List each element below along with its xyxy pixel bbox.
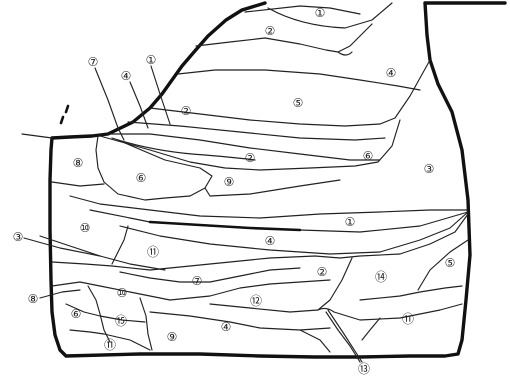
layer-label-callout-1: ①	[146, 53, 157, 67]
boundary	[326, 312, 360, 362]
layer-label-right-6: ⑥	[363, 149, 374, 163]
boundary	[112, 138, 255, 160]
boundary	[150, 312, 330, 330]
layer-label-lower-12: ⑫	[250, 294, 262, 308]
boundary	[245, 6, 360, 14]
boundary	[210, 304, 462, 320]
layer-label-mid-9: ⑨	[224, 175, 235, 189]
ground-line-left	[22, 134, 52, 138]
boundary	[52, 182, 104, 186]
boundary	[338, 52, 352, 55]
layer-label-left-10: ⑩	[80, 221, 91, 235]
layer-label-out-13: ⑬	[358, 362, 370, 376]
layer-label-right-3: ③	[424, 162, 435, 176]
layer-label-lower-15: ⑮	[115, 314, 127, 328]
layer-label-lower-6: ⑥	[71, 307, 82, 321]
boundary	[96, 136, 205, 200]
layer-label-center-7: ⑦	[192, 274, 203, 288]
layer-label-center-1: ①	[345, 215, 356, 229]
layer-label-out-3: ③	[13, 230, 24, 244]
layer-label-mid-2a: ②	[181, 104, 192, 118]
layer-label-lower-9: ⑨	[167, 330, 178, 344]
leader-line	[40, 290, 80, 298]
layer-label-top-1: ①	[315, 6, 326, 20]
leader-line	[24, 238, 100, 256]
boundary	[178, 70, 420, 90]
layer-label-out-8: ⑧	[28, 292, 39, 306]
boundary	[140, 298, 152, 350]
layer-label-mid-5: ⑤	[293, 96, 304, 110]
layer-label-top-4: ④	[386, 66, 397, 80]
boundary	[112, 226, 128, 264]
layer-label-left-8: ⑧	[73, 156, 84, 170]
layer-label-left-6: ⑥	[136, 171, 147, 185]
layer-label-lower-4: ④	[221, 320, 232, 334]
boundary	[418, 240, 468, 290]
layer-label-callout-4: ④	[121, 69, 132, 83]
thick-seam	[150, 222, 300, 230]
leader-line	[328, 310, 362, 362]
layer-label-center-4: ④	[265, 234, 276, 248]
layer-label-callout-7: ⑦	[88, 55, 99, 69]
boundary	[70, 196, 468, 218]
boundary	[268, 3, 392, 28]
boundary	[120, 212, 468, 254]
layer-label-lower-14: ⑭	[375, 270, 387, 284]
boundary	[340, 214, 468, 258]
leader-line	[151, 66, 170, 124]
layer-label-mid-2b: ②	[245, 151, 256, 165]
layer-label-right-11: ⑪	[402, 312, 414, 326]
boundary	[360, 286, 462, 300]
section-outline	[50, 3, 505, 357]
boundary	[300, 330, 330, 352]
layer-label-top-2: ②	[265, 24, 276, 38]
boundary	[128, 122, 385, 140]
layer-label-center-11: ⑪	[147, 245, 159, 259]
boundary	[362, 318, 380, 340]
ground-tick	[61, 106, 68, 123]
layer-label-right-5: ⑤	[445, 256, 456, 270]
layer-label-lower-10: ⑩	[117, 286, 128, 300]
layer-label-bottom-11: ⑪	[104, 338, 116, 352]
layer-label-lower-2: ②	[317, 265, 328, 279]
